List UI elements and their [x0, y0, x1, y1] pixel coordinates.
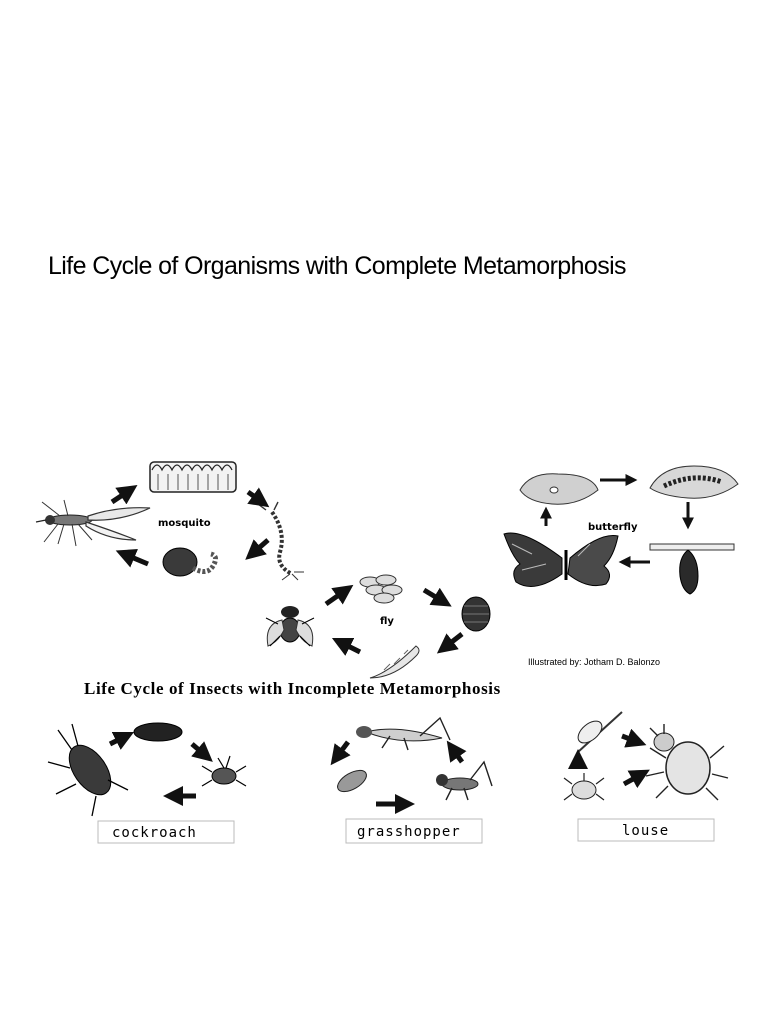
grasshopper-adult-icon — [356, 716, 451, 751]
fly-cycle-arrows — [324, 584, 464, 656]
chrysalis-icon — [649, 543, 735, 595]
metamorphosis-diagram: mosquito butterfly — [35, 461, 739, 844]
grasshopper-eggs-icon — [337, 769, 367, 793]
louse-nymph-icon — [563, 773, 605, 801]
mosquito-adult-icon — [35, 499, 151, 547]
butterfly-egg-leaf-icon — [519, 473, 599, 505]
mosquito-label: mosquito — [158, 518, 211, 529]
grasshopper-label: grasshopper — [357, 824, 461, 840]
page-title: Life Cycle of Organisms with Complete Me… — [48, 252, 627, 280]
mosquito-cycle: mosquito — [35, 461, 304, 581]
louse-cycle: louse — [563, 711, 729, 842]
illustrator-credit: Illustrated by: Jotham D. Balonzo — [528, 657, 660, 667]
butterfly-cycle-arrows — [540, 474, 694, 568]
cockroach-label: cockroach — [112, 825, 197, 841]
louse-egg-on-hair-icon — [577, 711, 623, 753]
butterfly-adult-icon — [503, 532, 619, 587]
fly-label: fly — [380, 616, 394, 627]
cockroach-label-box — [97, 820, 235, 844]
louse-adult-icon — [645, 724, 729, 801]
caterpillar-on-leaf-icon — [649, 465, 739, 499]
cockroach-cycle-arrows — [108, 731, 213, 806]
fly-larva-icon — [369, 645, 420, 679]
fly-eggs-icon — [359, 574, 403, 604]
cockroach-egg-case-icon — [133, 722, 183, 742]
louse-cycle-arrows — [568, 728, 650, 789]
cockroach-cycle: cockroach — [47, 722, 247, 844]
mosquito-cycle-arrows — [110, 485, 270, 568]
butterfly-label: butterfly — [588, 522, 638, 533]
cockroach-nymph-icon — [201, 755, 247, 787]
grasshopper-label-box — [345, 818, 483, 844]
grasshopper-cycle: grasshopper — [330, 716, 493, 844]
grasshopper-cycle-arrows — [330, 740, 467, 814]
fly-adult-icon — [265, 606, 315, 647]
butterfly-cycle: butterfly — [503, 465, 739, 595]
grasshopper-nymph-icon — [436, 760, 493, 801]
mosquito-egg-raft-icon — [149, 461, 237, 493]
cockroach-adult-icon — [47, 723, 129, 817]
fly-cycle: fly — [265, 574, 491, 679]
louse-label: louse — [622, 823, 669, 839]
fly-pupa-icon — [461, 596, 491, 632]
louse-label-box — [577, 818, 715, 842]
incomplete-metamorphosis-heading: Life Cycle of Insects with Incomplete Me… — [84, 679, 501, 698]
mosquito-pupa-icon — [162, 547, 219, 577]
